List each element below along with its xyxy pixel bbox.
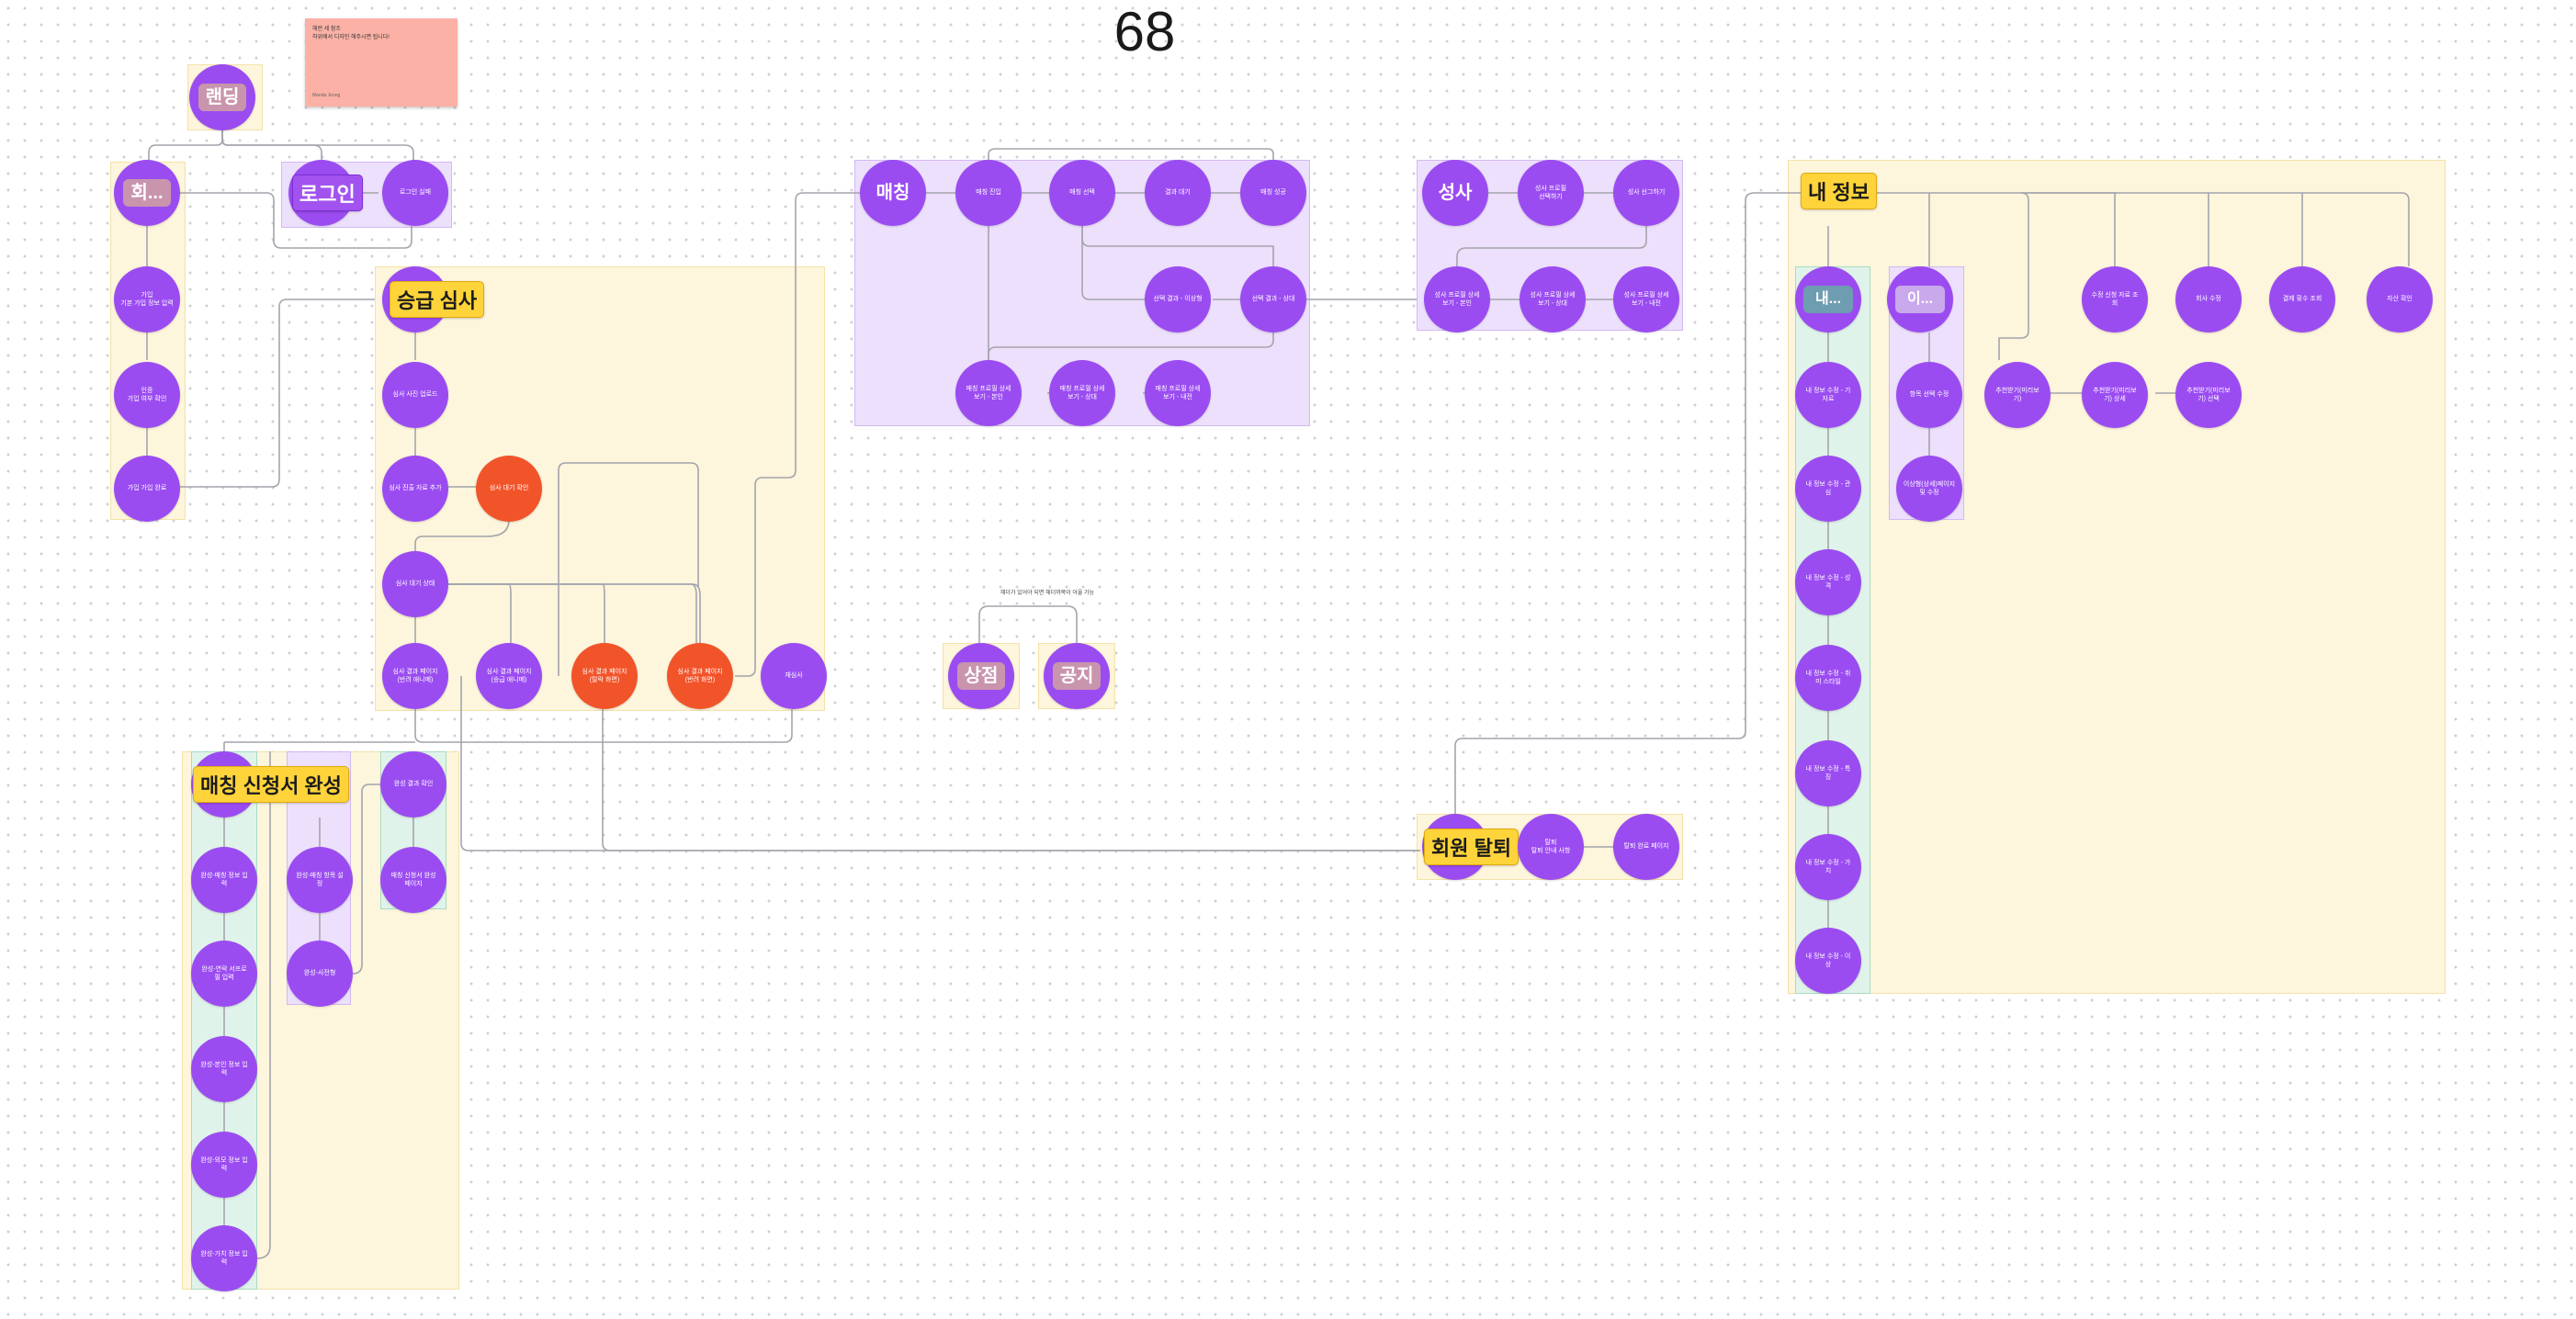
node-my-sub2-2[interactable]: 이상형(상세)페이지 및 수정 (1896, 456, 1962, 522)
node-my-sub2-1[interactable]: 항목 선택 수정 (1896, 362, 1962, 428)
node-my-sub1[interactable]: 내... (1795, 266, 1861, 333)
board-number: 68 (1113, 1, 1176, 62)
node-promo-4[interactable]: 심사 결과 페이지 (반려 애니메) (382, 643, 448, 709)
node-signup[interactable]: 회... (114, 160, 180, 226)
node-review-4[interactable]: 성사 프로필 상세 보기 - 상대 (1520, 266, 1586, 333)
node-my-1[interactable]: 내 정보 수정 - 기 자료 (1795, 362, 1861, 428)
node-app-mid-1[interactable]: 완성-매칭 항목 설 정 (287, 847, 353, 913)
node-app-2[interactable]: 완성-연락 서프로 필 입력 (191, 941, 257, 1007)
node-review-5[interactable]: 성사 프로필 상세 보기 - 내전 (1613, 266, 1679, 333)
node-login-fail[interactable]: 로그인 실패 (382, 160, 448, 226)
node-match-6[interactable]: 선택 결과 - 상대 (1240, 266, 1306, 333)
sticky-note-line2: 하위에서 디자인 해주시면 됩니다! (312, 35, 390, 40)
section-application-steps (191, 751, 257, 1290)
tag-my-info[interactable]: 내 정보 (1801, 173, 1877, 209)
node-my-sub2[interactable]: 이... (1887, 266, 1953, 333)
node-match-4[interactable]: 매칭 성공 (1240, 160, 1306, 226)
tag-withdrawal[interactable]: 회원 탈퇴 (1424, 829, 1520, 865)
node-app-4[interactable]: 완성-외모 정보 입 력 (191, 1132, 257, 1198)
node-promo-6[interactable]: 재심사 (761, 643, 827, 709)
shop-notice-note: 헤더가 있어야 되면 헤더까쪽이 아울 가능 (1000, 591, 1095, 596)
node-promo-2[interactable]: 심사 진출 자료 추가 (382, 456, 448, 522)
node-app-1[interactable]: 완성-매칭 정보 입 력 (191, 847, 257, 913)
my-sub2-chip: 이... (1895, 286, 1945, 313)
notice-chip: 공지 (1053, 662, 1101, 690)
node-review-2[interactable]: 성사 선그하기 (1613, 160, 1679, 226)
node-my-2[interactable]: 내 정보 수정 - 관 심 (1795, 456, 1861, 522)
signup-chip: 회... (123, 179, 171, 207)
node-notice[interactable]: 공지 (1044, 643, 1110, 709)
sticky-note-author: Manda Jeong (312, 92, 341, 98)
node-app-5[interactable]: 완성-가치 정보 입 력 (191, 1225, 257, 1291)
node-match-7[interactable]: 매칭 프로필 상세 보기 - 본인 (955, 360, 1022, 426)
shop-chip: 상점 (957, 662, 1005, 690)
node-my-5[interactable]: 내 정보 수정 - 특 징 (1795, 740, 1861, 806)
my-sub1-chip: 내... (1803, 286, 1853, 313)
node-match-3[interactable]: 결과 대기 (1145, 160, 1211, 226)
node-app-right-1[interactable]: 완성 결과 확인 (380, 751, 446, 817)
node-app-3[interactable]: 완성-본인 정보 입 력 (191, 1036, 257, 1102)
node-my-top-1[interactable]: 수정 신청 자료 조 회 (2082, 266, 2148, 333)
node-signup-2[interactable]: 인증 가입 여부 확인 (114, 362, 180, 428)
node-my-mid-1[interactable]: 추천받기(미리보 기) (1984, 362, 2051, 428)
node-signup-1[interactable]: 가입 기본 가입 정보 입력 (114, 266, 180, 333)
node-review-3[interactable]: 성사 프로필 상세 보기 - 본인 (1424, 266, 1490, 333)
node-my-mid-3[interactable]: 추천받기(미리보 기) 선택 (2175, 362, 2242, 428)
node-signup-3[interactable]: 가입 가입 완료 (114, 456, 180, 522)
node-app-mid-2[interactable]: 완성-사전형 (287, 941, 353, 1007)
tag-login[interactable]: 로그인 (292, 175, 363, 211)
node-landing[interactable]: 랜딩 (189, 64, 255, 130)
node-match-8[interactable]: 매칭 프로필 상세 보기 - 상대 (1049, 360, 1115, 426)
node-promo-red-2[interactable]: 심사 결과 페이지 (탈락 화면) (571, 643, 638, 709)
node-review[interactable]: 성사 (1422, 160, 1488, 226)
node-my-mid-2[interactable]: 추천받기(미리보 기) 상세 (2082, 362, 2148, 428)
node-my-7[interactable]: 내 정보 수정 - 이 상 (1795, 928, 1861, 994)
node-withdraw-1[interactable]: 탈퇴 탈퇴 안내 사항 (1518, 814, 1584, 880)
node-review-1[interactable]: 성사 프로필 선택하기 (1518, 160, 1584, 226)
node-withdraw-2[interactable]: 탈퇴 완료 페이지 (1613, 814, 1679, 880)
node-match-1[interactable]: 매칭 진입 (955, 160, 1022, 226)
node-match-2[interactable]: 매칭 선택 (1049, 160, 1115, 226)
node-my-4[interactable]: 내 정보 수정 - 취 미 스타일 (1795, 645, 1861, 711)
node-my-top-3[interactable]: 결제 횟수 조회 (2269, 266, 2335, 333)
node-promo-red-3[interactable]: 심사 결과 페이지 (반려 화면) (667, 643, 733, 709)
node-my-top-2[interactable]: 회사 수정 (2175, 266, 2242, 333)
tag-application-complete[interactable]: 매칭 신청서 완성 (193, 766, 349, 803)
sticky-note[interactable]: 헤런 세 참조 하위에서 디자인 해주시면 됩니다! Manda Jeong (305, 18, 458, 107)
node-promo-1[interactable]: 심사 사진 업로드 (382, 362, 448, 428)
node-shop[interactable]: 상점 (948, 643, 1014, 709)
node-app-right-2[interactable]: 매칭 신청서 완성 페이지 (380, 847, 446, 913)
node-promo-5[interactable]: 심사 결과 페이지 (승급 애니메) (476, 643, 542, 709)
node-promo-red-1[interactable]: 심사 대기 확인 (476, 456, 542, 522)
node-matching[interactable]: 매칭 (860, 160, 926, 226)
node-my-3[interactable]: 내 정보 수정 - 성 격 (1795, 549, 1861, 615)
node-match-5[interactable]: 선택 결과 - 이상형 (1145, 266, 1211, 333)
node-promo-3[interactable]: 심사 대기 상태 (382, 551, 448, 617)
sticky-note-line1: 헤런 세 참조 (312, 27, 341, 32)
tag-promotion[interactable]: 승급 심사 (390, 281, 485, 318)
node-my-top-4[interactable]: 자산 확인 (2367, 266, 2433, 333)
node-my-6[interactable]: 내 정보 수정 - 가 치 (1795, 834, 1861, 900)
landing-chip: 랜딩 (198, 84, 246, 111)
node-match-9[interactable]: 매칭 프로필 상세 보기 - 내전 (1145, 360, 1211, 426)
